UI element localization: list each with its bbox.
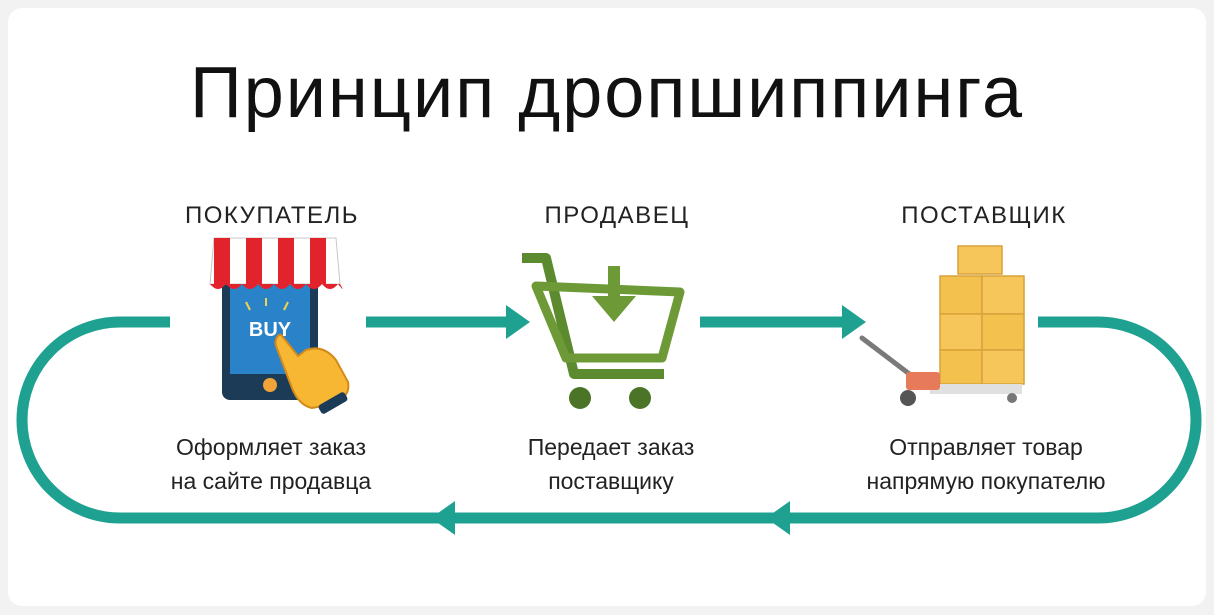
desc-buyer-line1: Оформляет заказ [175,434,367,460]
desc-supplier-line1: Отправляет товар [889,434,1083,460]
desc-seller-line1: Передает заказ [527,434,695,460]
desc-buyer: Оформляет заказ на сайте продавца [111,430,431,498]
arrowhead-left-2 [431,501,455,535]
desc-buyer-line2: на сайте продавца [170,468,372,494]
arrowhead-right-2 [842,305,866,339]
role-seller: ПРОДАВЕЦ [544,202,690,229]
arrowhead-left-1 [766,501,790,535]
flow-loop [16,316,1202,524]
shop-phone-icon: BUY [209,237,350,414]
shopping-cart-icon [522,253,685,409]
desc-supplier: Отправляет товар напрямую покупателю [826,430,1146,498]
buy-label: BUY [249,319,292,341]
role-supplier: ПОСТАВЩИК [901,202,1067,229]
role-buyer: ПОКУПАТЕЛЬ [185,202,359,229]
arrowhead-right-1 [506,305,530,339]
flow-left-curve [16,316,1098,524]
pallet-boxes-icon [859,245,1025,406]
desc-seller: Передает заказ поставщику [451,430,771,498]
desc-supplier-line2: напрямую покупателю [866,468,1106,494]
diagram-title: Принцип дропшиппинга [190,53,1024,133]
desc-seller-line2: поставщику [548,468,674,494]
flow-right-curve [1038,316,1202,524]
